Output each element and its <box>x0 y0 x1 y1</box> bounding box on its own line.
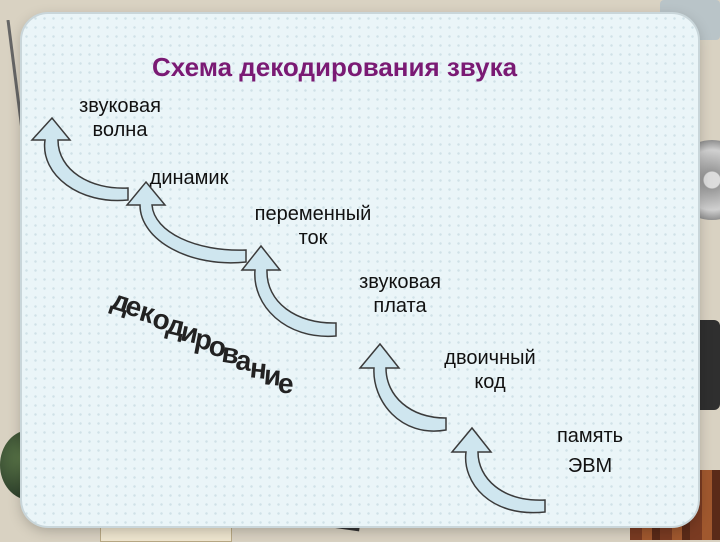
step-line: ЭВМ <box>567 455 613 477</box>
step-speaker: динамик <box>134 166 244 190</box>
step-line: плата <box>373 295 427 317</box>
decoding-letter: е <box>276 367 295 400</box>
step-line: двоичный <box>444 347 536 369</box>
slide-panel <box>22 14 698 526</box>
step-line: память <box>556 425 624 447</box>
step-alternating-current: переменный ток <box>228 202 398 250</box>
curved-arrow-5 <box>450 426 546 514</box>
page-title: Схема декодирования звука <box>152 52 518 82</box>
step-line: звуковая <box>79 95 161 117</box>
curved-arrow-1 <box>30 116 129 202</box>
curved-arrow-4 <box>358 342 447 432</box>
step-line: ток <box>298 227 328 249</box>
step-binary-code: двоичный код <box>420 346 560 394</box>
step-computer-memory: память ЭВМ <box>530 424 650 478</box>
step-line: звуковая <box>359 271 441 293</box>
step-line: код <box>474 371 506 393</box>
step-line: волна <box>92 119 148 141</box>
step-sound-wave: звуковая волна <box>60 94 180 142</box>
step-sound-card: звуковая плата <box>330 270 470 318</box>
curved-arrow-2 <box>125 180 247 264</box>
step-line: динамик <box>149 167 229 189</box>
step-line: переменный <box>254 203 372 225</box>
curved-arrow-3 <box>240 244 337 337</box>
